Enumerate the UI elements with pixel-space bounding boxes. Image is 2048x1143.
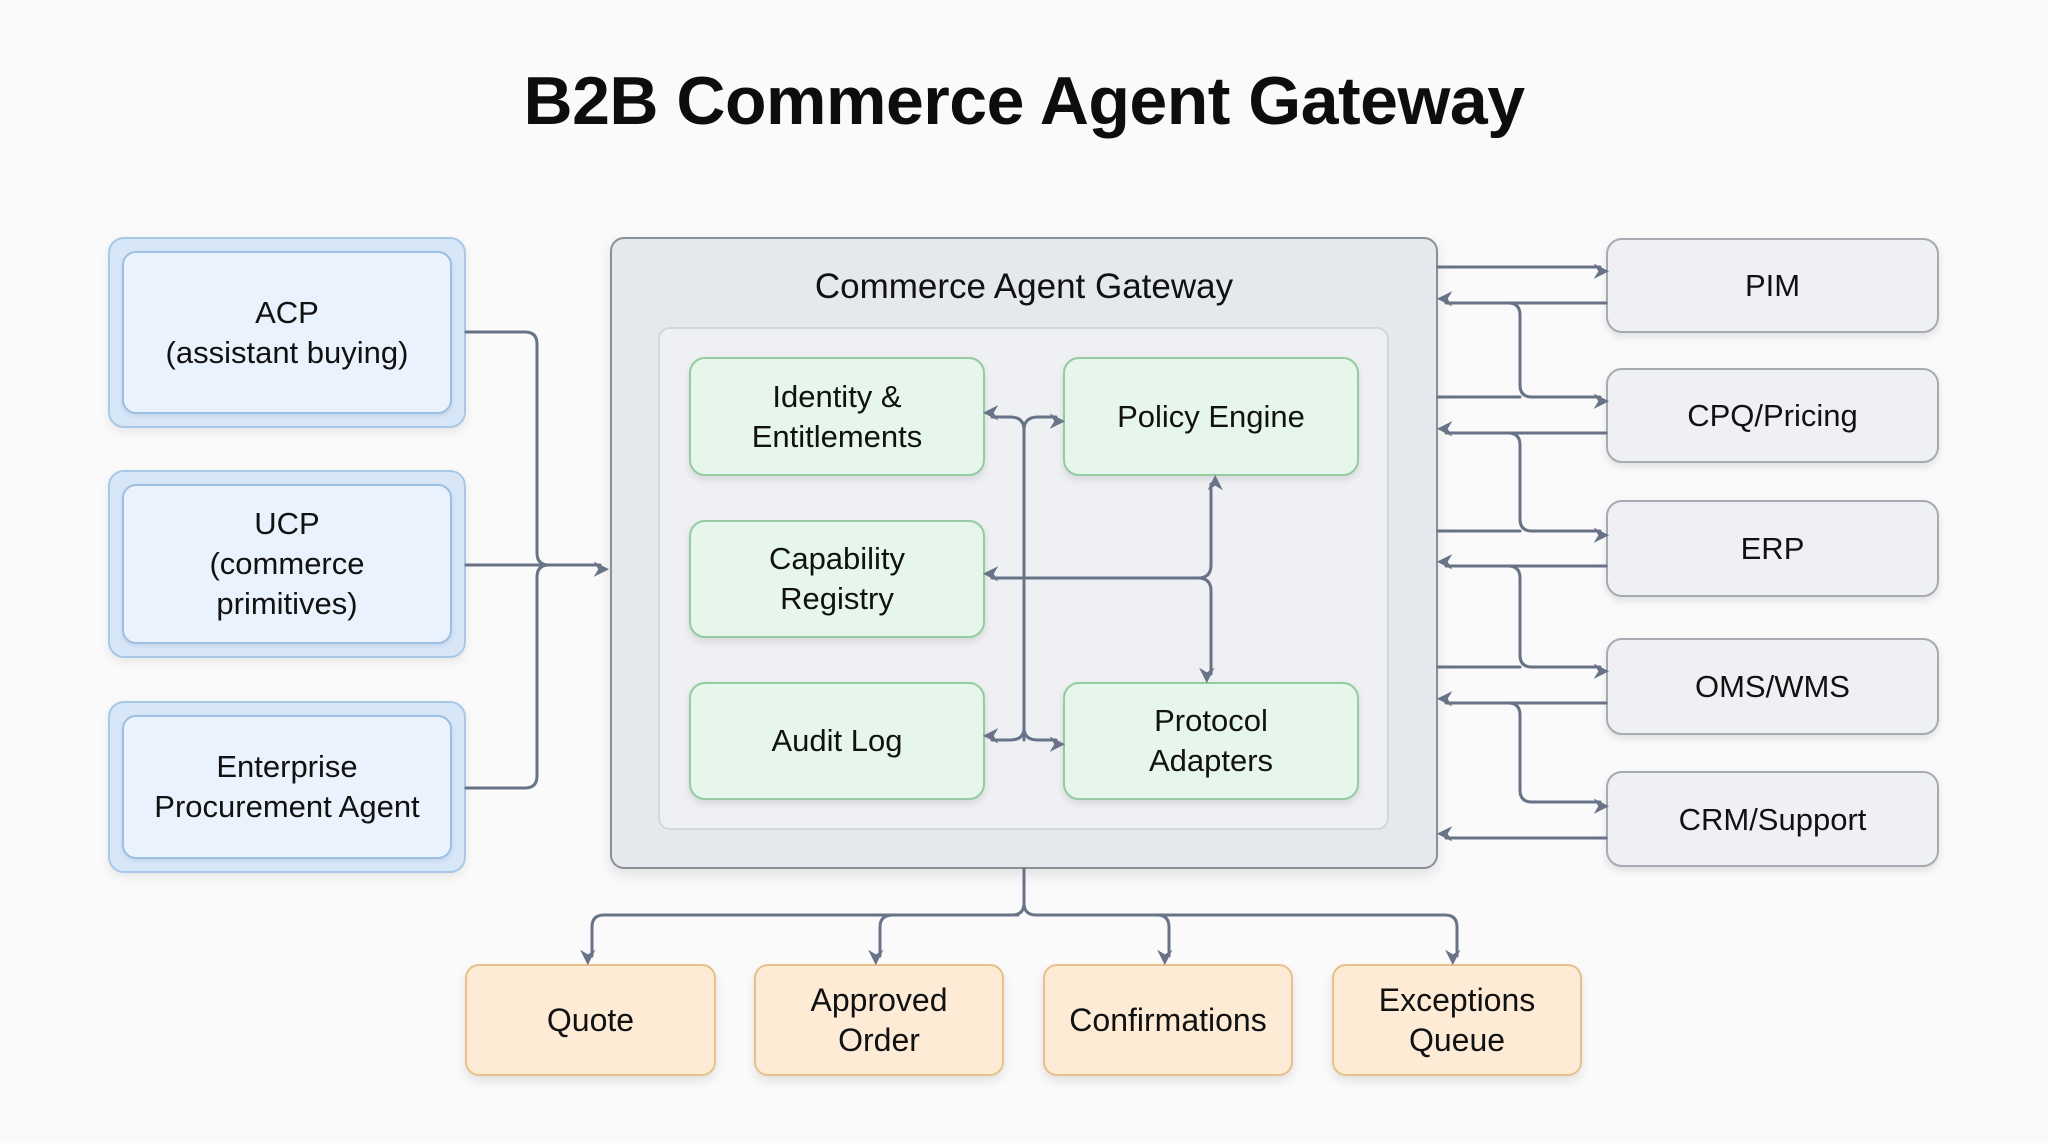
input-acp[interactable]: ACP (assistant buying)	[108, 237, 466, 428]
component-protocol-adapters[interactable]: Protocol Adapters	[1063, 682, 1359, 800]
connector-to-quote	[580, 913, 1020, 966]
component-audit-log[interactable]: Audit Log	[689, 682, 985, 800]
system-pim[interactable]: PIM	[1606, 238, 1939, 333]
connector-pim-branch	[1506, 301, 1610, 409]
component-policy-engine[interactable]: Policy Engine	[1063, 357, 1359, 476]
connector-oms-branch	[1506, 701, 1610, 814]
component-capability-registry[interactable]: Capability Registry	[689, 520, 985, 638]
gateway-title: Commerce Agent Gateway	[814, 267, 1234, 306]
connector-epa	[464, 563, 551, 790]
connector-to-exceptions	[1034, 913, 1461, 966]
output-approved-order[interactable]: Approved Order	[754, 964, 1004, 1076]
output-confirmations[interactable]: Confirmations	[1043, 964, 1293, 1076]
system-erp[interactable]: ERP	[1606, 500, 1939, 597]
connector-cpq-branch	[1506, 431, 1610, 543]
system-oms-wms[interactable]: OMS/WMS	[1606, 638, 1939, 735]
system-crm-support[interactable]: CRM/Support	[1606, 771, 1939, 867]
output-quote[interactable]: Quote	[465, 964, 716, 1076]
output-exceptions-queue[interactable]: Exceptions Queue	[1332, 964, 1582, 1076]
connector-acp	[464, 330, 551, 567]
input-ucp-label: UCP (commerce primitives)	[122, 484, 452, 644]
input-ucp[interactable]: UCP (commerce primitives)	[108, 470, 466, 658]
connector-to-confirmations	[1022, 901, 1173, 966]
input-enterprise-procurement-agent-label: Enterprise Procurement Agent	[122, 715, 452, 859]
system-cpq-pricing[interactable]: CPQ/Pricing	[1606, 368, 1939, 463]
connector-erp-branch	[1506, 564, 1610, 679]
diagram-title: B2B Commerce Agent Gateway	[523, 63, 1525, 139]
input-enterprise-procurement-agent[interactable]: Enterprise Procurement Agent	[108, 701, 466, 873]
component-identity-entitlements[interactable]: Identity & Entitlements	[689, 357, 985, 476]
connector-to-approved-order	[880, 901, 1026, 956]
input-acp-label: ACP (assistant buying)	[122, 251, 452, 414]
